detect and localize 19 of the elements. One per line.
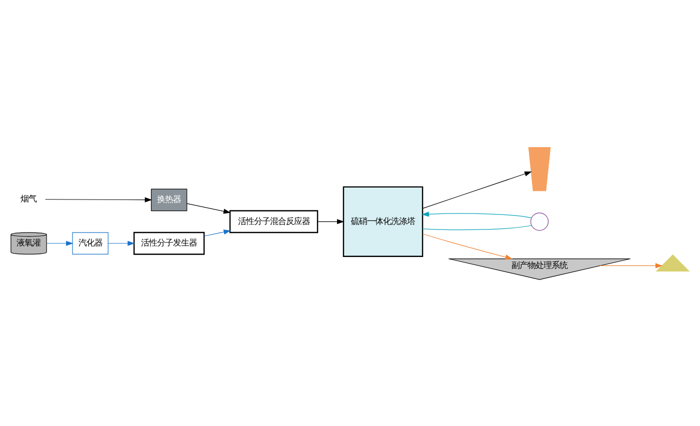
node-box: 活性分子混合反应器 <box>229 210 318 233</box>
arrow <box>108 240 135 246</box>
arrow <box>600 262 663 268</box>
connector <box>422 224 532 230</box>
arrow <box>204 229 231 236</box>
arrow <box>422 211 532 218</box>
arrow <box>186 202 231 214</box>
node-circle <box>530 212 549 230</box>
node-text: 烟气 <box>20 193 37 204</box>
node-box: 硫硝一体化洗涤塔 <box>342 186 424 256</box>
arrow <box>317 218 344 224</box>
node-box: 活性分子发生器 <box>133 231 205 254</box>
node-box: 汽化器 <box>72 232 108 254</box>
node-chimney <box>528 146 551 191</box>
arrow <box>422 233 513 260</box>
arrow <box>46 240 74 246</box>
arrow <box>422 170 532 208</box>
arrow <box>45 196 152 202</box>
node-box: 换热器 <box>150 188 188 211</box>
